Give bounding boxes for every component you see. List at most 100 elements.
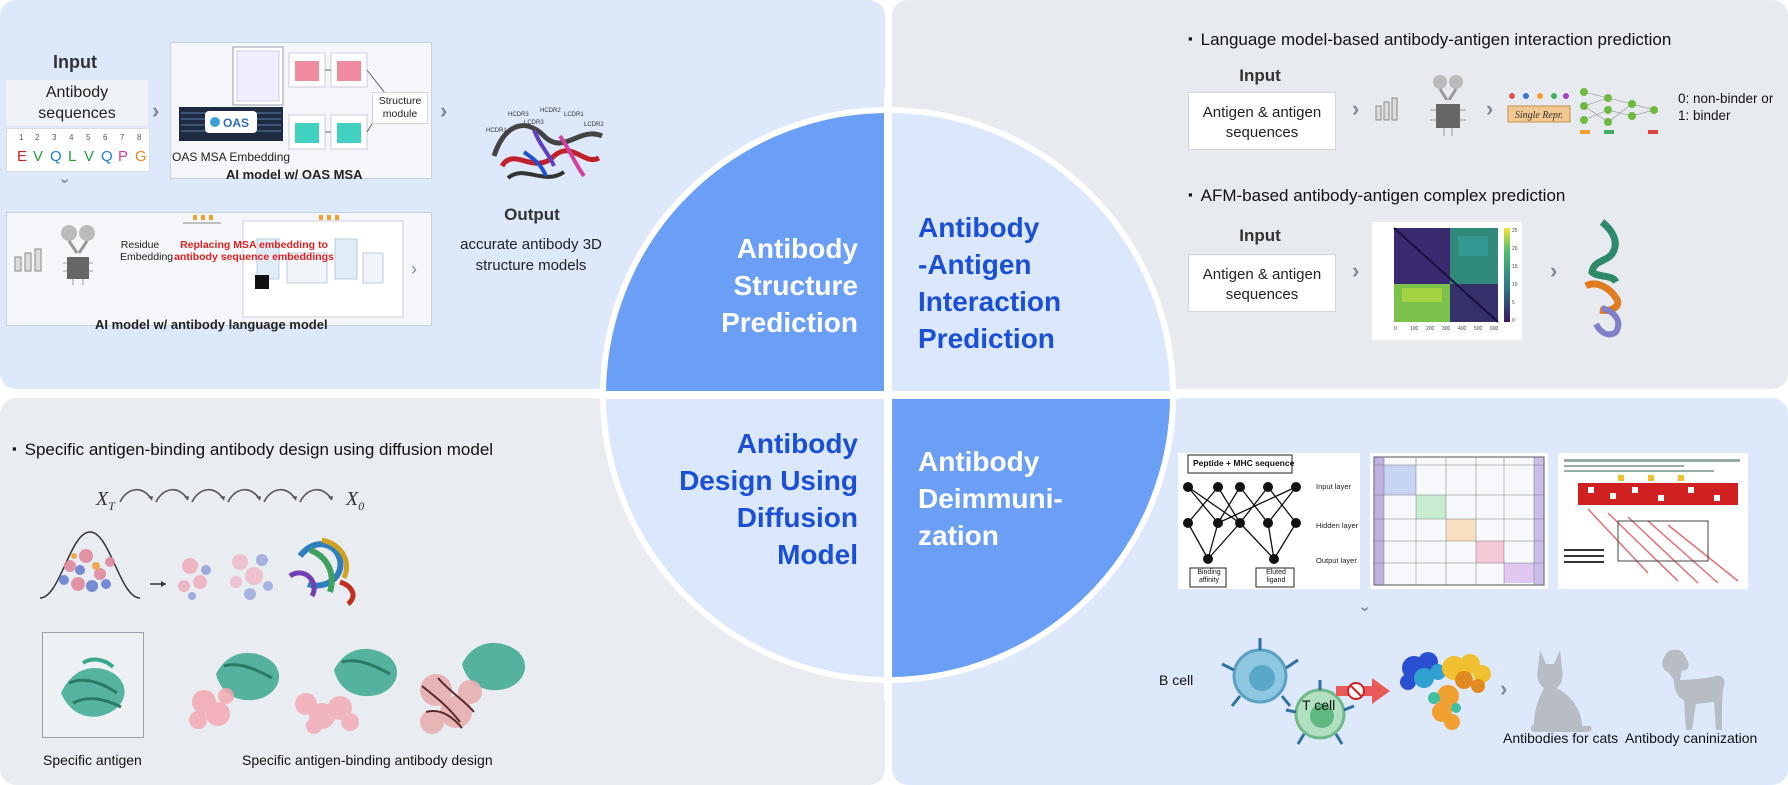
heatmap-x-tick: 200: [1426, 326, 1435, 332]
svg-text:4: 4: [69, 133, 74, 142]
language-model-interaction-title: Language model-based antibody-antigen in…: [1188, 30, 1672, 50]
heatmap-x-tick: 300: [1442, 326, 1451, 332]
ai-model-oas-msa-caption: AI model w/ OAS MSA: [226, 167, 363, 182]
replacing-msa-embedding-text: Replacing MSA embedding to antibody sequ…: [174, 239, 334, 263]
circle-quadrant-tl: [603, 110, 888, 395]
heatmap-x-tick: 500: [1474, 326, 1483, 332]
afm-input-label: Input: [1239, 226, 1281, 245]
oas-msa-network-graphic: OAS: [179, 46, 386, 150]
eluted-ligand-label: Eluted ligand: [1266, 569, 1286, 584]
svg-text:3: 3: [52, 133, 57, 142]
xt-label: XT: [96, 488, 115, 513]
chevron-down-icon: ›: [1356, 606, 1374, 612]
block-arrow-graphic: [1336, 678, 1390, 704]
svg-text:›: ›: [411, 259, 417, 279]
language-model-graphic: [1375, 75, 1466, 136]
antigen-binding-design-caption: Specific antigen-binding antibody design: [242, 752, 493, 768]
b-cell-label: B cell: [1159, 672, 1194, 688]
cdr-label: LCDR1: [564, 112, 584, 118]
chevron-right-icon: ›: [152, 98, 160, 123]
svg-text:G: G: [135, 148, 147, 165]
single-repr-graphic: Single Repr.: [1507, 93, 1571, 123]
neural-network-figure: [1178, 453, 1360, 589]
input-layer-label: Input layer: [1316, 482, 1352, 491]
svg-text:7: 7: [120, 133, 125, 142]
epitope-map-graphic: [1558, 453, 1748, 589]
svg-text:P: P: [118, 148, 128, 165]
heatmap-x-tick: 400: [1458, 326, 1467, 332]
svg-text:6: 6: [103, 133, 108, 142]
antigen-binding-designs-graphic: [189, 642, 526, 734]
chevron-right-icon: ›: [1352, 96, 1360, 121]
output-layer-label: Output layer: [1316, 556, 1357, 565]
diffusion-design-title-text: Specific antigen-binding antibody design…: [12, 440, 493, 460]
heatmap-scale-tick: 20: [1512, 246, 1518, 252]
residue-embedding-label: Residue Embedding: [120, 239, 174, 263]
diffusion-denoising-graphic: [40, 531, 356, 606]
substitution-matrix-graphic: [1370, 453, 1548, 589]
oas-logo: OAS: [223, 116, 249, 130]
circle-quadrant-tr: [888, 110, 1173, 395]
svg-text:1: 1: [19, 133, 24, 142]
chevron-right-icon: ›: [440, 98, 448, 123]
binding-affinity-label: Binding affinity: [1197, 569, 1221, 584]
specific-antigen-caption: Specific antigen: [43, 752, 142, 768]
heatmap-x-tick: 100: [1410, 326, 1419, 332]
heatmap-x-tick: 0: [1394, 326, 1397, 332]
ai-model-language-model-caption: AI model w/ antibody language model: [95, 317, 328, 332]
circle-quadrant-br: [888, 395, 1173, 680]
single-repr-label: Single Repr.: [1515, 110, 1563, 121]
cdr-label: HCDR3: [508, 112, 529, 118]
nn-header-label: Peptide + MHC sequence: [1193, 458, 1295, 468]
chevron-right-icon: ›: [1500, 676, 1508, 701]
antibody-sequences-box: Antibody sequences: [6, 80, 148, 126]
oas-msa-embedding-label: OAS MSA Embedding: [172, 150, 291, 164]
cdr-label: HCDR1: [486, 128, 507, 134]
ai-model-language-model-figure: ›: [6, 212, 432, 326]
svg-text:Q: Q: [50, 148, 62, 165]
t-cell-label: T cell: [1302, 697, 1336, 713]
specific-antigen-graphic: [61, 657, 125, 717]
circle-quadrant-bl: [603, 395, 888, 680]
heatmap-scale-tick: 10: [1512, 282, 1518, 288]
cat-silhouette-icon: [1531, 650, 1592, 732]
chevron-down-icon: ›: [56, 178, 74, 184]
svg-text:8: 8: [137, 133, 142, 142]
hidden-layer-label: Hidden layer: [1316, 521, 1359, 530]
pae-heatmap-graphic: 0 100 200 300 400 500 600 25 20 15 10 5 …: [1372, 222, 1522, 340]
heatmap-x-tick: 600: [1490, 326, 1499, 332]
diffusion-steps-arrows: [119, 488, 333, 503]
svg-text:L: L: [68, 148, 76, 165]
cdr-label: LCDR2: [584, 122, 604, 128]
lm-input-label: Input: [1239, 66, 1281, 85]
svg-text:E: E: [17, 148, 27, 165]
antibody-structure-graphic: HCDR3 HCDR2 LCDR1 LCDR2 HCDR1 LCDR3: [486, 108, 604, 180]
antibody-antigen-complex-graphic: [1584, 219, 1622, 338]
language-model-network-graphic: ›: [14, 215, 417, 318]
caninization-caption: Antibody caninization: [1625, 730, 1758, 746]
chevron-right-icon: ›: [1352, 258, 1360, 283]
structure-output-label: Output: [504, 205, 560, 224]
cats-caption: Antibodies for cats: [1503, 730, 1619, 746]
cdr-label: LCDR3: [524, 120, 544, 126]
heatmap-scale-tick: 5: [1512, 300, 1515, 306]
b-t-cell-graphic: [1221, 638, 1355, 745]
binder-output-text: 0: non-binder or 1: binder: [1678, 91, 1774, 123]
heatmap-scale-tick: 0: [1512, 318, 1515, 324]
svg-text:V: V: [84, 148, 94, 165]
svg-text:5: 5: [86, 133, 91, 142]
x0-label: X0: [346, 488, 365, 513]
dog-silhouette-icon: [1662, 649, 1725, 730]
afm-complex-prediction-title: AFM-based antibody-antigen complex predi…: [1188, 186, 1566, 206]
heatmap-scale-tick: 15: [1512, 264, 1518, 270]
lm-antigen-sequences-box: Antigen & antigen sequences: [1188, 92, 1336, 150]
deimmunized-antibody-graphic: [1400, 652, 1491, 730]
classifier-network-graphic: [1580, 88, 1658, 134]
structure-module-box: Structure module: [372, 92, 428, 124]
afm-antigen-sequences-box: Antigen & antigen sequences: [1188, 254, 1336, 312]
